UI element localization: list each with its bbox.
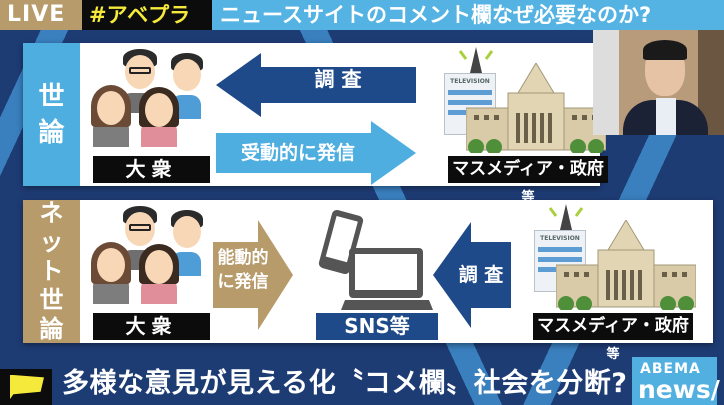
sns-label: SNS等 (316, 313, 438, 340)
panel-side-label: 世 論 (23, 43, 80, 186)
institution-label: マスメディア・政府 等 (533, 313, 693, 362)
hashtag-label: #アベプラ (82, 0, 212, 30)
survey-label: 調 査 (458, 264, 504, 286)
active-broadcast-label: 能動的 に発信 (217, 248, 269, 292)
tv-station-icon: TELEVISION (534, 230, 586, 292)
public-opinion-panel: 世 論 大衆 調 査 受動的に発信 TELEVISION (23, 43, 608, 205)
media-government-illustration: TELEVISION (438, 45, 608, 155)
media-government-illustration: TELEVISION (528, 202, 698, 312)
caption-bar: 多様な意見が見える化〝コメ欄〟社会を分断? (0, 356, 724, 405)
passive-broadcast-label: 受動的に発信 (240, 142, 355, 164)
survey-arrow-left-icon (433, 222, 511, 328)
survey-arrow-left-icon (216, 53, 416, 117)
panel-side-label: ネ ッ ト 世 論 (23, 199, 80, 343)
flag-icon (10, 375, 44, 399)
people-illustration (91, 204, 211, 304)
caption-text: 多様な意見が見える化〝コメ欄〟社会を分断? (62, 368, 628, 399)
abema-news-logo: ABEMA news/ (632, 357, 720, 405)
broadcast-tower-icon (548, 204, 584, 230)
tv-station-icon: TELEVISION (444, 73, 496, 135)
parliament-building-icon (466, 63, 606, 153)
people-label: 大衆 (93, 313, 210, 340)
laptop-icon (341, 248, 433, 310)
survey-label: 調 査 (314, 67, 362, 91)
net-opinion-panel: ネ ッ ト 世 論 大衆 能動的 に発信 SNS等 (23, 199, 713, 362)
speaker-video-feed (593, 30, 724, 135)
flag-badge (0, 369, 52, 405)
institution-label: マスメディア・政府 等 (448, 156, 608, 205)
passive-broadcast-arrow-right-icon (216, 121, 416, 185)
top-banner: LIVE #アベプラ ニュースサイトのコメント欄なぜ必要なのか? (0, 0, 724, 30)
headline: ニュースサイトのコメント欄なぜ必要なのか? (212, 0, 724, 30)
people-illustration (91, 47, 211, 147)
people-label: 大衆 (93, 156, 210, 183)
live-badge: LIVE (0, 0, 82, 30)
active-broadcast-arrow-right-icon (213, 220, 293, 330)
parliament-building-icon (556, 220, 696, 310)
broadcast-tower-icon (458, 47, 494, 73)
